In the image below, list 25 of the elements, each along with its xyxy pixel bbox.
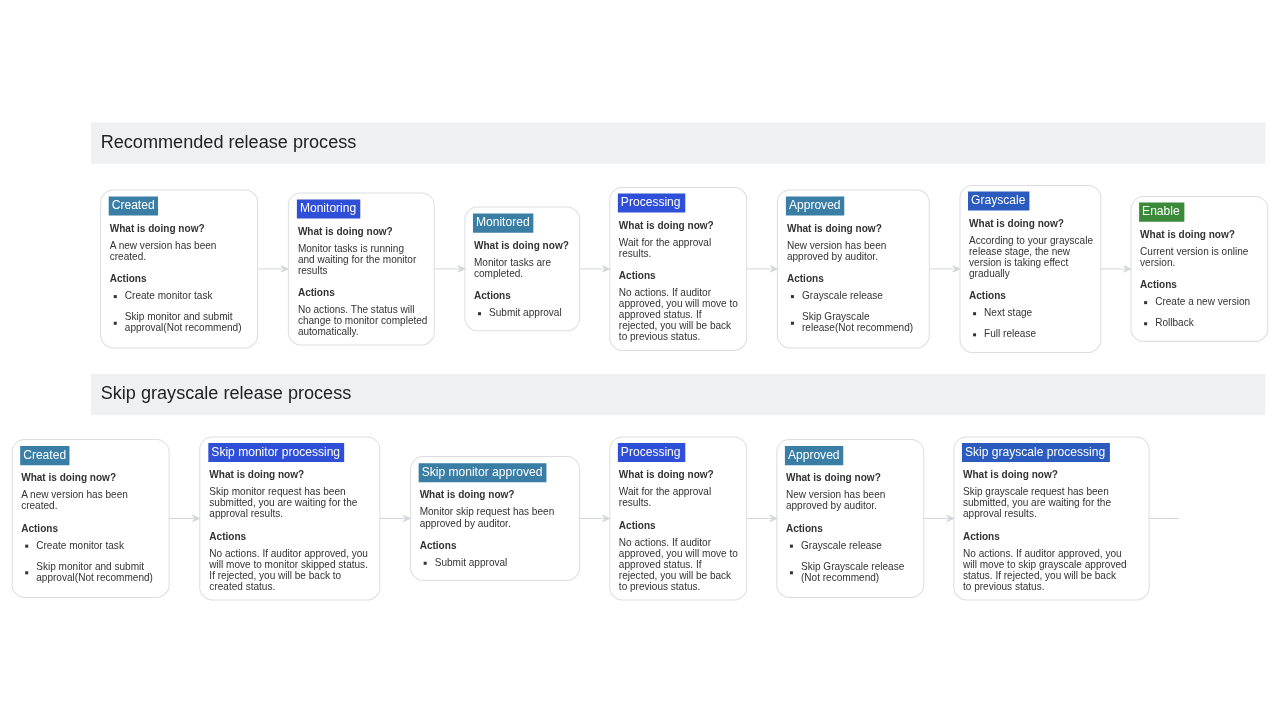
node-box: Skip monitor approved What is doing now? Monitor skip request has been approved by auditor. Actions Submit approval [410,456,581,581]
arrow [928,265,961,273]
arrow [579,514,610,523]
node-box: Monitored What is doing now? Monitor tasks are completed. Actions Submit approval [464,206,581,332]
arrow [257,265,289,273]
node-box: Approved What is doing now? New version has been approved by auditor. Actions Grayscale release Skip Grayscale release (Not recommend) [776,438,925,598]
arrow [1100,265,1132,273]
node-box: Enable What is doing now? Current version is online version. Actions Create a new version Rollback [1130,195,1269,342]
arrow [579,265,610,273]
node-box: Skip grayscale processing What is doing now? Skip grayscale request has been submitted, you are waiting for the approval results. Actions No actions. If auditor approved, you will move to skip grayscale approved status. If rejected, you will be back to previous status. [953,436,1150,601]
node-box: Processing What is doing now? Wait for the approval results. Actions No actions. If auditor approved, you will move to approved status. If rejected, you will be back to previous status. [609,436,748,601]
connector [1148,517,1180,519]
node-box: Skip monitor processing What is doing now? Skip monitor request has been submitted, you are waiting for the approval results. Actions No actions. If auditor approved, you will move to monitor skipped status. If rejected, you will be back to created status. [199,436,381,601]
node-box: Created What is doing now? A new version has been created. Actions Create monitor task Skip monitor and submit approval(Not recommend) [100,189,259,349]
node-box: Processing What is doing now? Wait for the approval results. Actions No actions. If auditor approved, you will move to approved status. If rejected, you will be back to previous status. [609,186,748,351]
arrow [746,514,778,523]
node-box: Approved What is doing now? New version has been approved by auditor. Actions Grayscale release Skip Grayscale release(Not recommend) [776,189,930,349]
node-box: Created What is doing now? A new version has been created. Actions Create monitor task Skip monitor and submit approval(Not recommend) [11,438,170,598]
arrow [379,514,411,523]
arrow [923,514,955,523]
node-box: Grayscale What is doing now? According to your grayscale release stage, the new version is taking effect gradually Actions Next stage Full release [959,184,1102,353]
arrow [746,265,778,273]
arrow [168,514,200,523]
node-box: Monitoring What is doing now? Monitor tasks is running and waiting for the monitor results Actions No actions. The status will change to monitor completed automatically. [287,192,435,346]
arrow [433,265,466,273]
